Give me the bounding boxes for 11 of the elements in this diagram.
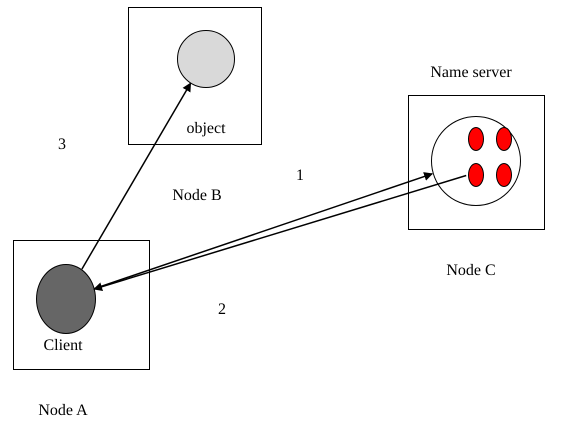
node-caption: Client	[43, 337, 83, 355]
node-label: Node A	[38, 402, 88, 420]
node-label: Node C	[446, 262, 496, 280]
node-label: Name server	[430, 64, 512, 82]
node-caption: object	[186, 120, 226, 138]
node-label: Node B	[172, 187, 222, 205]
oval-marker	[468, 163, 484, 187]
oval-marker	[496, 163, 512, 187]
oval-marker	[468, 127, 484, 151]
oval-marker	[496, 127, 512, 151]
arrow	[81, 82, 192, 270]
